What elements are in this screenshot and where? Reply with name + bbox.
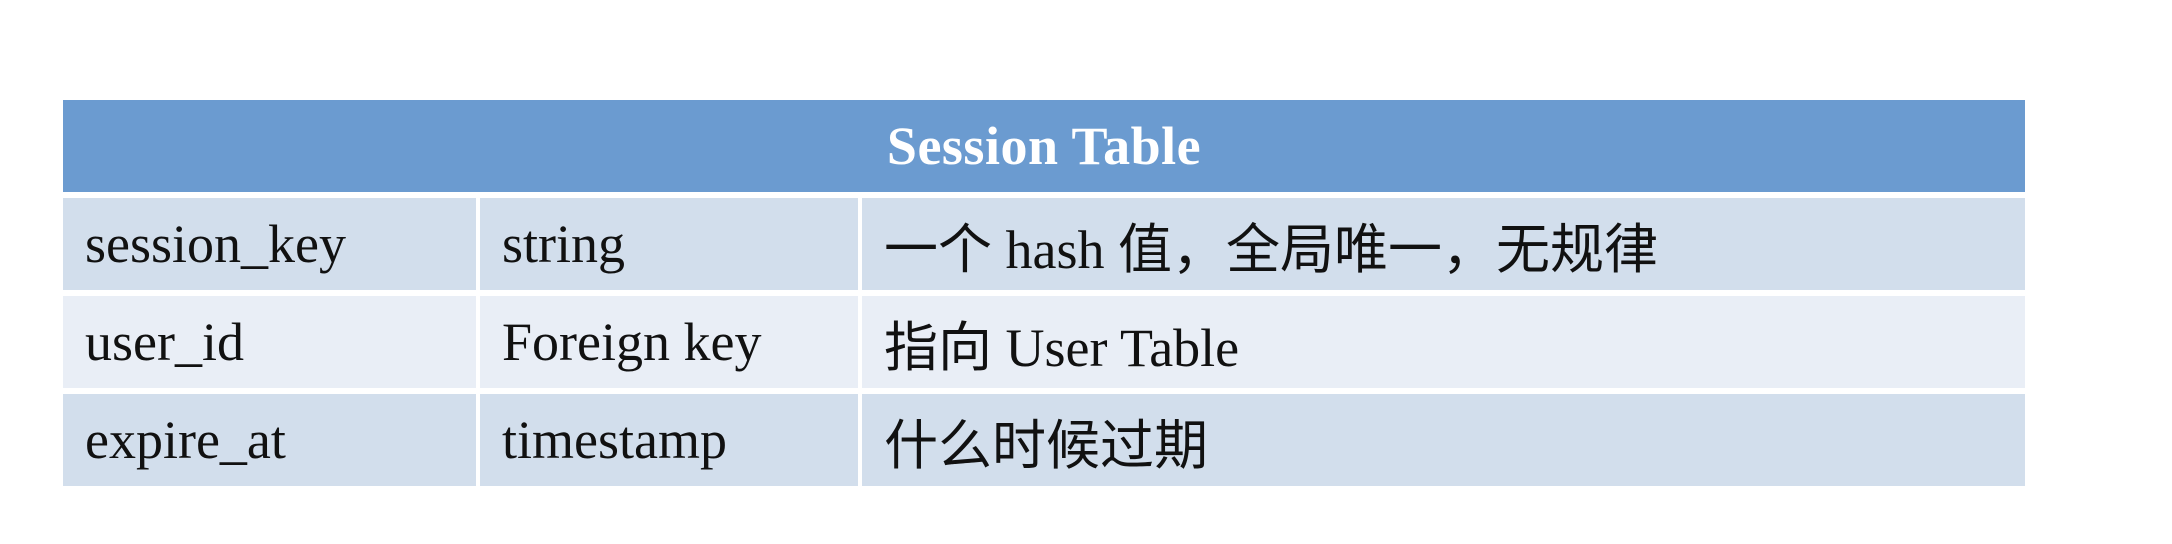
field-description-cell: 指向 User Table [862,296,2025,388]
field-type-cell: string [480,198,858,290]
field-description-cell: 一个 hash 值，全局唯一，无规律 [862,198,2025,290]
table-row: expire_at timestamp 什么时候过期 [63,394,2025,486]
field-name-cell: user_id [63,296,476,388]
table-row: session_key string 一个 hash 值，全局唯一，无规律 [63,198,2025,290]
field-description-cell: 什么时候过期 [862,394,2025,486]
session-table: Session Table session_key string 一个 hash… [63,100,2025,486]
field-type-cell: Foreign key [480,296,858,388]
field-type-cell: timestamp [480,394,858,486]
field-name-cell: expire_at [63,394,476,486]
table-title: Session Table [63,100,2025,192]
field-name-cell: session_key [63,198,476,290]
table-row: user_id Foreign key 指向 User Table [63,296,2025,388]
